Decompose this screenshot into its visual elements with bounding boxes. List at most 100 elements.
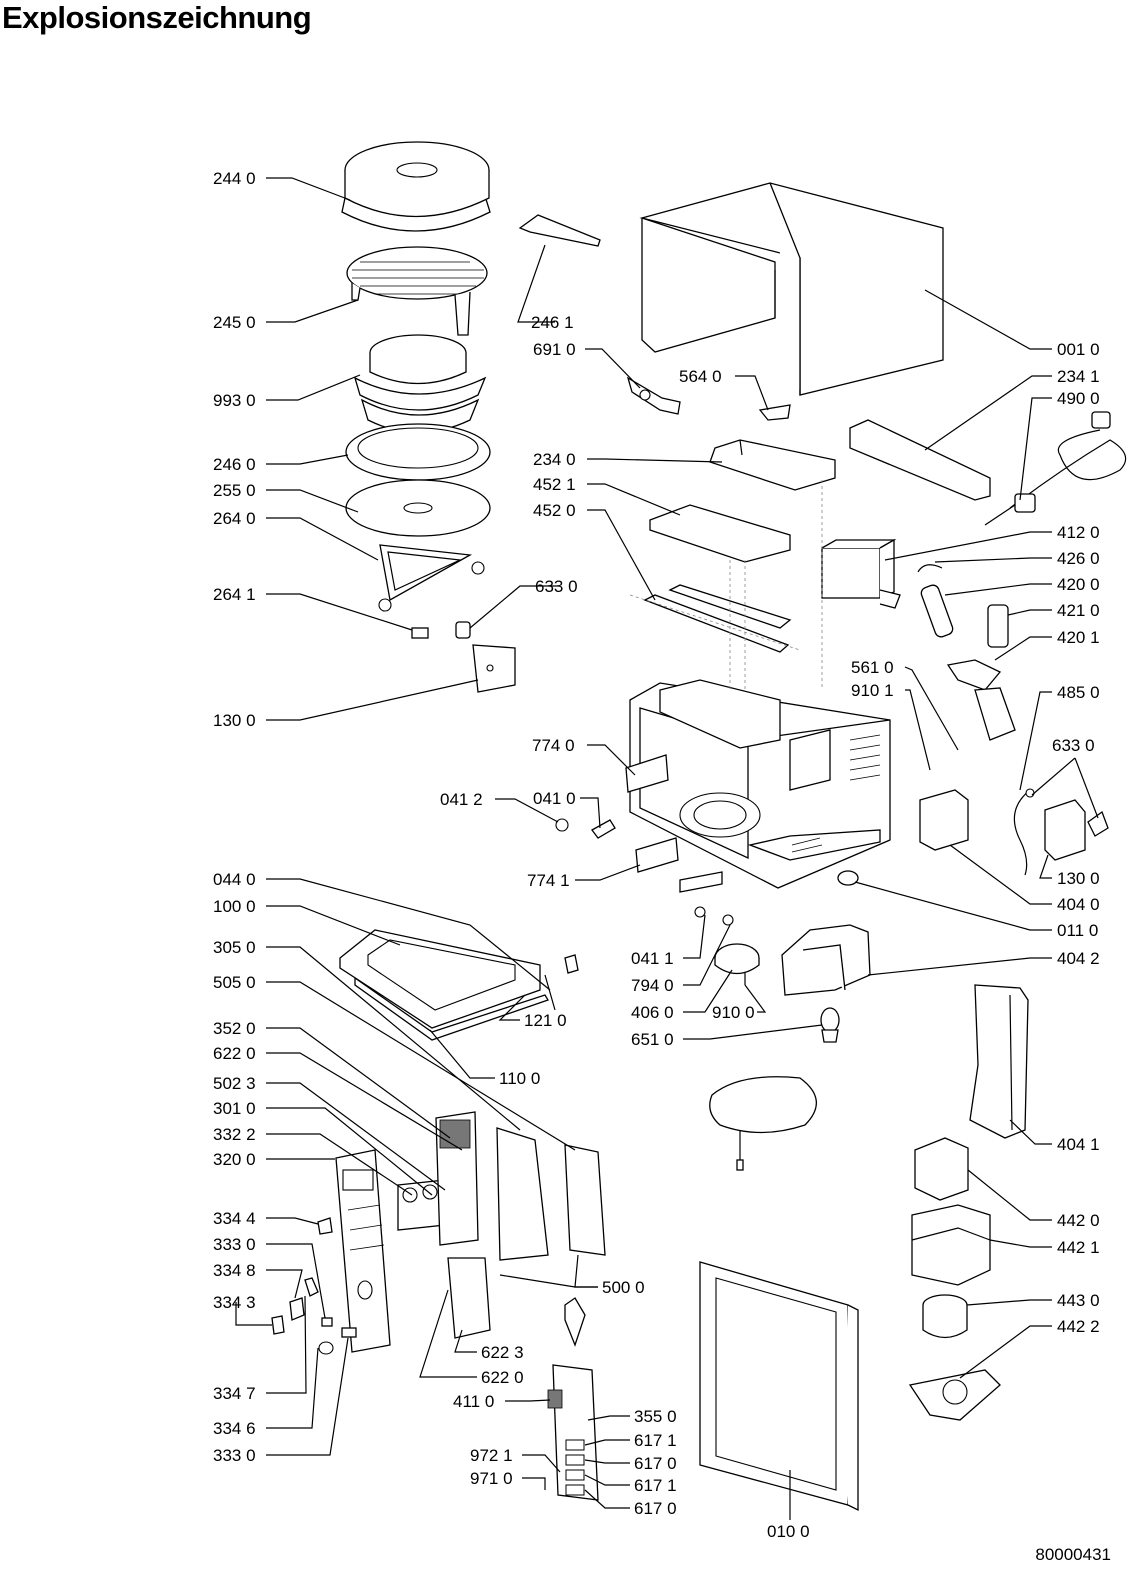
part-label: 452 0 [533,501,576,520]
part-label: 332 2 [213,1125,256,1144]
part-label: 404 0 [1057,895,1100,914]
part-label: 044 0 [213,870,256,889]
part-label: 971 0 [470,1469,513,1488]
part-label: 041 0 [533,789,576,808]
grill-dome [341,141,491,232]
part-label: 774 1 [527,871,570,890]
part-label: 910 1 [851,681,894,700]
part-label: 001 0 [1057,340,1100,359]
part-label: 774 0 [532,736,575,755]
door-frame [699,1261,859,1512]
part-label: 617 0 [634,1499,677,1518]
part-label: 334 6 [213,1419,256,1438]
steam-pot [353,334,487,434]
part-label: 421 0 [1057,601,1100,620]
part-label: 564 0 [679,367,722,386]
part-label: 452 1 [533,475,576,494]
foot-and-duct [781,870,871,996]
part-label: 561 0 [851,658,894,677]
part-label: 411 0 [453,1392,494,1411]
part-label: 426 0 [1057,549,1100,568]
door-strip [849,419,991,501]
part-label: 010 0 [767,1522,810,1541]
hinge-brackets [555,754,734,926]
part-label: 443 0 [1057,1291,1100,1310]
part-label: 502 3 [213,1074,256,1093]
bottom-cover [709,1076,818,1171]
fan-motor [908,1137,1001,1421]
waveguide-cover [709,439,836,491]
part-label: 234 1 [1057,367,1100,386]
part-label: 333 0 [213,1446,256,1465]
part-label: 334 7 [213,1384,256,1403]
part-label: 910 0 [712,1003,755,1022]
part-label: 633 0 [535,577,578,596]
grill-heater [629,504,801,653]
part-label: 442 1 [1057,1238,1100,1257]
part-label: 490 0 [1057,389,1100,408]
control-panel [271,1111,606,1501]
part-label: 041 1 [631,949,674,968]
part-label: 500 0 [602,1278,645,1297]
part-label: 633 0 [1052,736,1095,755]
part-label: 442 0 [1057,1211,1100,1230]
part-label: 305 0 [213,938,256,957]
part-label: 245 0 [213,313,256,332]
oven-lamp [820,1007,840,1043]
part-labels: 244 0 245 0 246 1 691 0 564 0 001 0 234 … [213,169,1100,1541]
part-label: 234 0 [533,450,576,469]
part-label: 420 0 [1057,575,1100,594]
part-label: 404 1 [1057,1135,1100,1154]
part-label: 442 2 [1057,1317,1100,1336]
part-label: 404 2 [1057,949,1100,968]
crisp-plate [345,423,491,481]
part-label: 412 0 [1057,523,1100,542]
part-label: 011 0 [1057,921,1098,940]
part-label: 622 0 [481,1368,524,1387]
part-label: 622 3 [481,1343,524,1362]
air-duct [969,984,1029,1139]
spit-holder [518,214,601,247]
part-label: 355 0 [634,1407,677,1426]
part-label: 333 0 [213,1235,256,1254]
power-cord [984,411,1127,526]
part-label: 264 1 [213,585,256,604]
part-label: 110 0 [499,1069,540,1088]
part-label: 617 1 [634,1476,677,1495]
part-label: 352 0 [213,1019,256,1038]
part-label: 334 3 [213,1293,256,1312]
turntable-glass [345,479,491,537]
door-switch-assembly [919,788,1109,876]
leader-lines [235,177,1099,1520]
part-label: 334 8 [213,1261,256,1280]
part-label: 246 1 [531,313,574,332]
part-label: 246 0 [213,455,256,474]
part-label: 130 0 [1057,869,1100,888]
part-label: 244 0 [213,169,256,188]
part-label: 993 0 [213,391,256,410]
document-number: 80000431 [1035,1545,1111,1564]
oven-door [339,929,579,1041]
part-label: 406 0 [631,1003,674,1022]
part-label: 264 0 [213,509,256,528]
part-label: 617 1 [634,1431,677,1450]
part-label: 691 0 [533,340,576,359]
roller-support [378,544,485,612]
part-label: 651 0 [631,1030,674,1049]
part-label: 255 0 [213,481,256,500]
part-label: 121 0 [524,1011,567,1030]
turntable-motor [714,943,760,985]
coupler-parts [411,621,516,693]
part-label: 485 0 [1057,683,1100,702]
part-label: 320 0 [213,1150,256,1169]
part-label: 100 0 [213,897,256,916]
transformer [821,538,901,609]
casing-cover [639,182,944,396]
part-label: 622 0 [213,1044,256,1063]
part-label: 505 0 [213,973,256,992]
part-label: 420 1 [1057,628,1100,647]
capacitor-assembly [917,564,1016,741]
part-label: 972 1 [470,1446,513,1465]
part-label: 301 0 [213,1099,256,1118]
